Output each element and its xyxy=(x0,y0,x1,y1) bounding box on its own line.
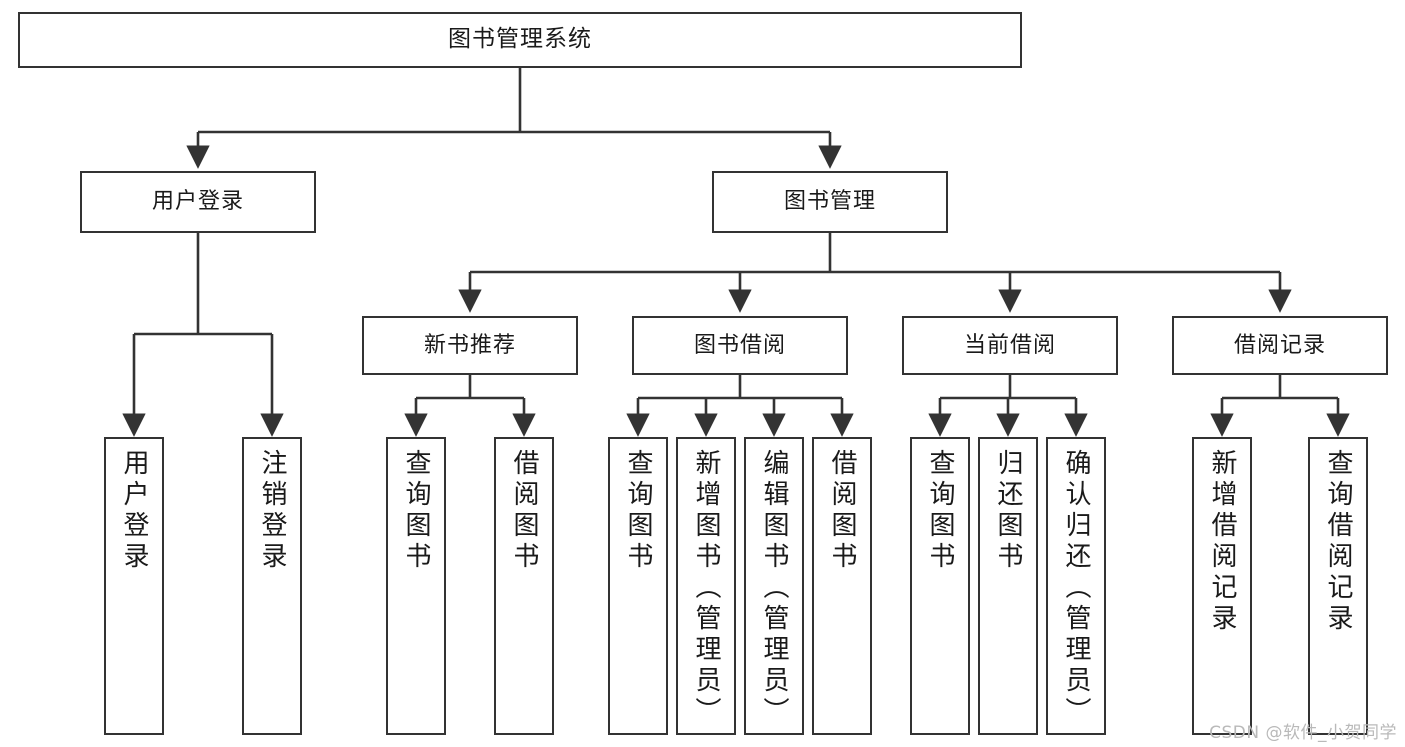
node-label: 用户登录 xyxy=(119,449,149,573)
node-borrow-record[interactable]: 借阅记录 xyxy=(1172,316,1388,375)
node-label: 查询图书 xyxy=(623,449,653,573)
leaf-add-book-admin[interactable]: 新增图书（管理员） xyxy=(676,437,736,735)
node-label: 查询借阅记录 xyxy=(1323,449,1353,635)
csdn-watermark: CSDN @软件_小贺同学 xyxy=(1209,723,1397,743)
node-label: 查询图书 xyxy=(925,449,955,573)
leaf-add-borrow-record[interactable]: 新增借阅记录 xyxy=(1192,437,1252,735)
node-root-system[interactable]: 图书管理系统 xyxy=(18,12,1022,68)
node-label: 当前借阅 xyxy=(963,332,1056,358)
node-label: 查询图书 xyxy=(401,449,431,573)
node-label: 新增图书（管理员） xyxy=(691,449,721,728)
node-label: 注销登录 xyxy=(257,449,287,573)
leaf-borrow-book-recommend[interactable]: 借阅图书 xyxy=(494,437,554,735)
node-label: 图书管理 xyxy=(783,189,876,215)
node-label: 确认归还（管理员） xyxy=(1061,449,1091,728)
leaf-query-book-current[interactable]: 查询图书 xyxy=(910,437,970,735)
node-book-manage[interactable]: 图书管理 xyxy=(712,171,948,233)
node-label: 用户登录 xyxy=(151,189,244,215)
leaf-borrow-book[interactable]: 借阅图书 xyxy=(812,437,872,735)
node-label: 借阅图书 xyxy=(509,449,539,573)
leaf-edit-book-admin[interactable]: 编辑图书（管理员） xyxy=(744,437,804,735)
node-label: 新增借阅记录 xyxy=(1207,449,1237,635)
node-label: 新书推荐 xyxy=(423,332,516,358)
leaf-query-borrow-record[interactable]: 查询借阅记录 xyxy=(1308,437,1368,735)
node-label: 编辑图书（管理员） xyxy=(759,449,789,728)
leaf-query-book-borrow[interactable]: 查询图书 xyxy=(608,437,668,735)
node-label: 图书借阅 xyxy=(693,332,786,358)
node-user-login[interactable]: 用户登录 xyxy=(80,171,316,233)
leaf-logout-login[interactable]: 注销登录 xyxy=(242,437,302,735)
node-label: 图书管理系统 xyxy=(448,26,592,53)
node-label: 借阅记录 xyxy=(1233,332,1326,358)
leaf-return-book[interactable]: 归还图书 xyxy=(978,437,1038,735)
leaf-query-book-recommend[interactable]: 查询图书 xyxy=(386,437,446,735)
leaf-user-login[interactable]: 用户登录 xyxy=(104,437,164,735)
node-book-borrow[interactable]: 图书借阅 xyxy=(632,316,848,375)
node-current-borrow[interactable]: 当前借阅 xyxy=(902,316,1118,375)
node-new-book-recommend[interactable]: 新书推荐 xyxy=(362,316,578,375)
node-label: 归还图书 xyxy=(993,449,1023,573)
node-label: 借阅图书 xyxy=(827,449,857,573)
leaf-confirm-return-admin[interactable]: 确认归还（管理员） xyxy=(1046,437,1106,735)
